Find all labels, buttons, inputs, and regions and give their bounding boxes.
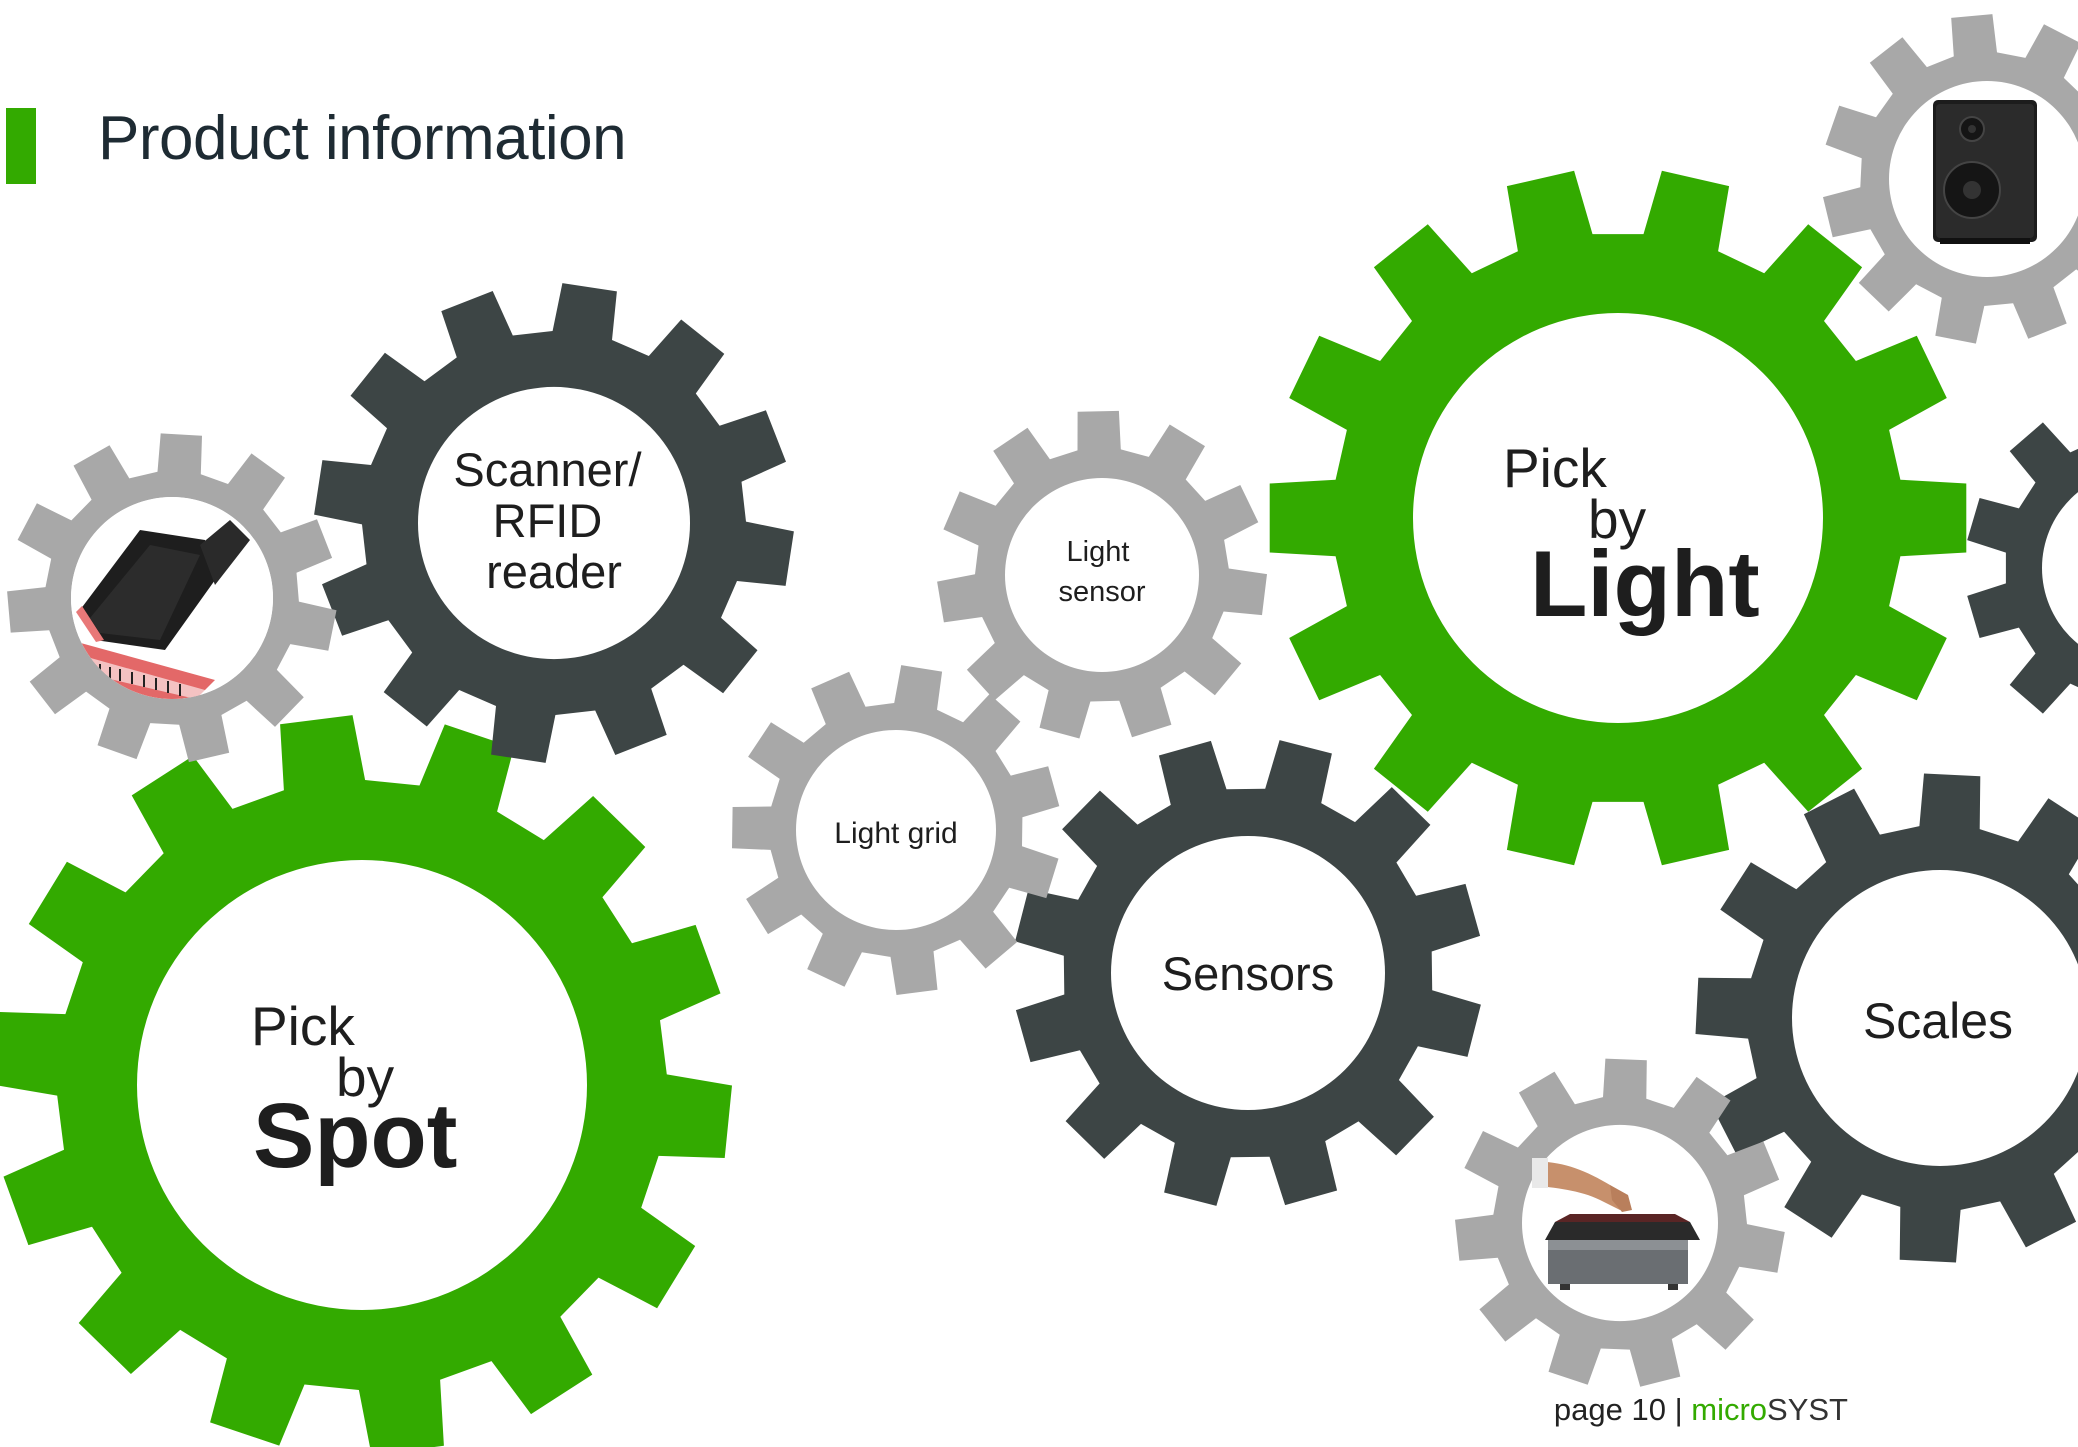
pick-spot-big: Spot xyxy=(253,1085,457,1187)
scanner-rfid-gear xyxy=(314,283,794,763)
brand-syst: SYST xyxy=(1767,1392,1848,1427)
pick-spot-gear xyxy=(0,715,732,1447)
barcode-scanner-icon xyxy=(71,497,273,699)
light-grid-gear xyxy=(732,665,1060,995)
pick-light-by: by xyxy=(1588,488,1647,550)
pick-spot-pick: Pick xyxy=(251,995,355,1057)
page-title: Product information xyxy=(98,104,627,173)
title-accent-bar xyxy=(6,108,36,184)
brand-micro: micro xyxy=(1691,1392,1768,1427)
light-sensor-gear xyxy=(937,410,1267,739)
scale-icon xyxy=(1532,1158,1700,1290)
barcode-scanner-gear xyxy=(7,433,337,763)
light-sensor-label: Light sensor xyxy=(1058,536,1145,608)
scale-gear xyxy=(1455,1058,1785,1387)
light-grid-label: Light grid xyxy=(834,817,957,850)
sensors-gear xyxy=(1015,740,1481,1206)
footer: page 10 | microSYST xyxy=(1554,1394,1848,1425)
speaker-gear xyxy=(1823,14,2078,344)
speaker-icon xyxy=(1933,100,2037,244)
pick-light-gear xyxy=(1269,170,1967,866)
sensors-label: Sensors xyxy=(1162,947,1334,1000)
pick-spot-by: by xyxy=(336,1046,395,1108)
right-edge-gear xyxy=(1967,422,2078,714)
footer-separator: | xyxy=(1674,1392,1683,1427)
pick-light-pick: Pick xyxy=(1503,437,1607,499)
scanner-rfid-label: Scanner/ RFID reader xyxy=(453,443,654,598)
pick-light-big: Light xyxy=(1530,531,1760,636)
scales-gear xyxy=(1695,773,2078,1263)
page-number: page 10 xyxy=(1553,1392,1666,1427)
scales-label: Scales xyxy=(1863,993,2013,1049)
